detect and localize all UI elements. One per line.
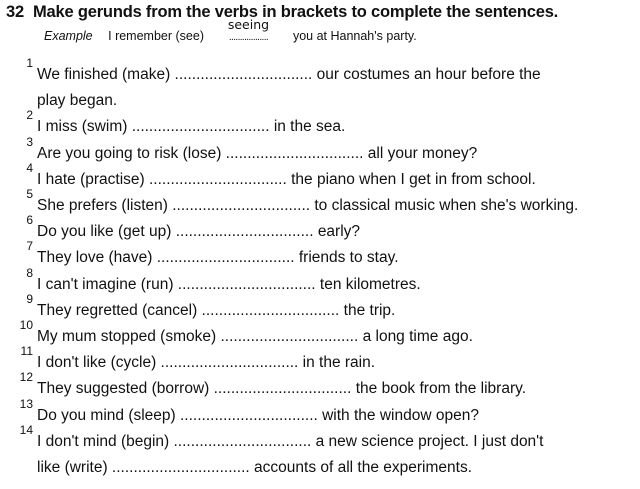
sentence-number: 3: [26, 134, 33, 149]
example-text-after: you at Hannah's party.: [292, 29, 417, 43]
sentence-number: 14: [19, 422, 33, 437]
sentence-list: 1 We finished (make) ....................…: [0, 56, 640, 481]
sentence-line: She prefers (listen) ...................…: [37, 197, 579, 215]
sentence-number: 9: [26, 291, 33, 306]
exercise-heading: 32 Make gerunds from the verbs in bracket…: [6, 3, 558, 22]
sentence-line: We finished (make) .....................…: [37, 66, 541, 83]
sentence-number: 12: [19, 370, 33, 385]
sentence-number: 13: [19, 396, 33, 411]
sentence-item: 13 Do you mind (sleep) ..................…: [0, 397, 640, 429]
sentence-number: 8: [26, 265, 33, 280]
sentence-item: 8 I can't imagine (run) .................…: [0, 266, 640, 298]
exercise-instruction: Make gerunds from the verbs in brackets …: [33, 3, 559, 21]
sentence-item: 4 I hate (practise) .....................…: [0, 161, 640, 193]
sentence-item: 11 I don't like (cycle) .................…: [0, 344, 640, 376]
sentence-item: 14 I don't mind (begin) .................…: [0, 423, 640, 481]
sentence-number: 11: [20, 344, 33, 359]
sentence-line: play began.: [37, 92, 118, 110]
sentence-number: 1: [26, 56, 33, 70]
sentence-item: 2 I miss (swim) .........................…: [0, 108, 640, 140]
sentence-number: 6: [26, 213, 33, 228]
sentence-line: Do you mind (sleep) ....................…: [37, 406, 479, 424]
example-label: Example: [44, 29, 93, 43]
sentence-line: Are you going to risk (lose) ...........…: [37, 144, 478, 162]
sentence-line: My mum stopped (smoke) .................…: [37, 328, 473, 346]
exercise-number: 32: [6, 3, 24, 21]
sentence-item: 1 We finished (make) ....................…: [0, 56, 640, 114]
sentence-number: 4: [26, 160, 33, 175]
sentence-number: 5: [26, 187, 33, 202]
sentence-number: 7: [26, 239, 33, 254]
example-text-before: I remember (see): [108, 29, 204, 43]
sentence-item: 10 My mum stopped (smoke) ...............…: [0, 318, 640, 350]
sentence-item: 6 Do you like (get up) ..................…: [0, 213, 640, 245]
sentence-line: I don't mind (begin) ...................…: [37, 432, 544, 450]
sentence-line: I miss (swim) ..........................…: [37, 118, 346, 136]
example-sentence: Example I remember (see) seeing ........…: [44, 17, 417, 53]
sentence-line: Do you like (get up) ...................…: [37, 223, 361, 241]
sentence-number: 10: [19, 318, 33, 333]
sentence-line: I hate (practise) ......................…: [37, 170, 536, 188]
example-answer-blank: seeing ..................: [207, 17, 289, 43]
sentence-line: They love (have) .......................…: [37, 249, 399, 267]
sentence-line: like (write) ...........................…: [37, 459, 473, 477]
example-answer: seeing: [227, 17, 270, 32]
sentence-line: I can't imagine (run) ..................…: [37, 275, 421, 293]
sentence-line: They regretted (cancel) ................…: [37, 301, 396, 319]
sentence-number: 2: [26, 108, 33, 123]
example-dots: ..................: [228, 32, 269, 43]
sentence-line: I don't like (cycle) ...................…: [37, 354, 376, 372]
sentence-line: They suggested (borrow) ................…: [37, 380, 527, 398]
